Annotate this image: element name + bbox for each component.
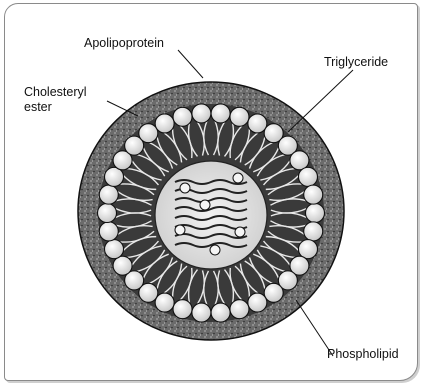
phospholipid-head (105, 167, 124, 186)
label-cholesteryl-ester-line2: ester (24, 100, 52, 114)
phospholipid-head (155, 114, 174, 133)
phospholipid-head (192, 104, 211, 123)
phospholipid-head (173, 107, 192, 126)
leader-apolipoprotein (178, 50, 203, 78)
phospholipid-head (105, 240, 124, 259)
phospholipid-head (99, 222, 118, 241)
label-phospholipid: Phospholipid (327, 347, 399, 361)
label-apolipoprotein: Apolipoprotein (84, 36, 164, 50)
cholesteryl-ester-molecule (200, 200, 210, 210)
cholesteryl-ester-molecule (233, 173, 243, 183)
cholesteryl-ester-molecule (210, 245, 220, 255)
phospholipid-head (211, 104, 230, 123)
phospholipid-head (113, 256, 132, 275)
phospholipid-head (290, 151, 309, 170)
phospholipid-head (139, 124, 158, 143)
phospholipid-head (230, 107, 249, 126)
phospholipid-head (248, 293, 267, 312)
cholesteryl-ester-molecule (180, 183, 190, 193)
phospholipid-head (264, 283, 283, 302)
cholesteryl-ester-molecule (235, 227, 245, 237)
phospholipid-head (304, 185, 323, 204)
leader-triglyceride (288, 70, 353, 132)
phospholipid-head (306, 204, 325, 223)
phospholipid-head (192, 303, 211, 322)
phospholipid-head (99, 185, 118, 204)
phospholipid-head (230, 300, 249, 319)
phospholipid-head (211, 303, 230, 322)
phospholipid-head (155, 293, 174, 312)
label-triglyceride: Triglyceride (324, 55, 388, 69)
phospholipid-head (98, 204, 117, 223)
cholesteryl-ester-molecule (175, 225, 185, 235)
phospholipid-head (298, 240, 317, 259)
phospholipid-head (173, 300, 192, 319)
phospholipid-head (248, 114, 267, 133)
phospholipid-head (298, 167, 317, 186)
phospholipid-head (304, 222, 323, 241)
label-cholesteryl-ester-line1: Cholesteryl (24, 85, 87, 99)
